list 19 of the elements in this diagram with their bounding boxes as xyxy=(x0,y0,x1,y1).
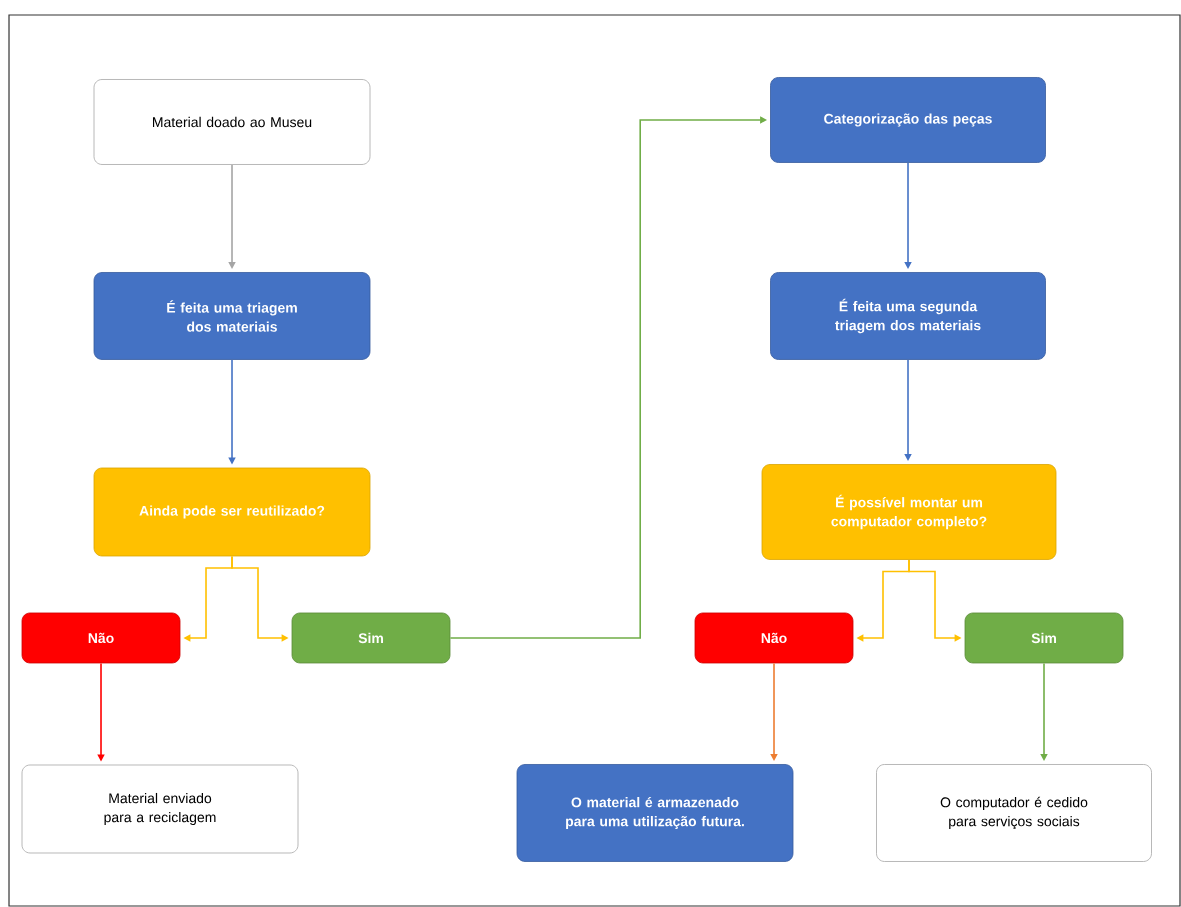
answer-box: Sim xyxy=(964,612,1124,664)
decision-box: É possível montar um computador completo? xyxy=(761,464,1057,560)
arrow xyxy=(1040,662,1048,761)
arrow xyxy=(770,662,778,761)
arrow xyxy=(904,359,912,461)
arrow xyxy=(904,162,912,269)
process-box: O computador é cedido para serviços sociais xyxy=(876,764,1152,862)
decision-box: Ainda pode ser reutilizado? xyxy=(93,467,371,557)
process-box: É feita uma triagem dos materiais xyxy=(93,272,371,360)
process-box: O material é armazenado para uma utilização futura. xyxy=(516,764,794,862)
process-box: Material doado ao Museu xyxy=(93,79,371,165)
answer-box: Sim xyxy=(291,612,451,664)
process-box: É feita uma segunda triagem dos materiais xyxy=(770,272,1046,360)
answer-box: Não xyxy=(694,612,854,664)
answer-box: Não xyxy=(21,612,181,664)
process-box: Material enviado para a reciclagem xyxy=(21,764,299,854)
arrow xyxy=(228,164,236,269)
process-box: Categorização das peças xyxy=(770,77,1046,163)
arrow xyxy=(449,116,767,639)
